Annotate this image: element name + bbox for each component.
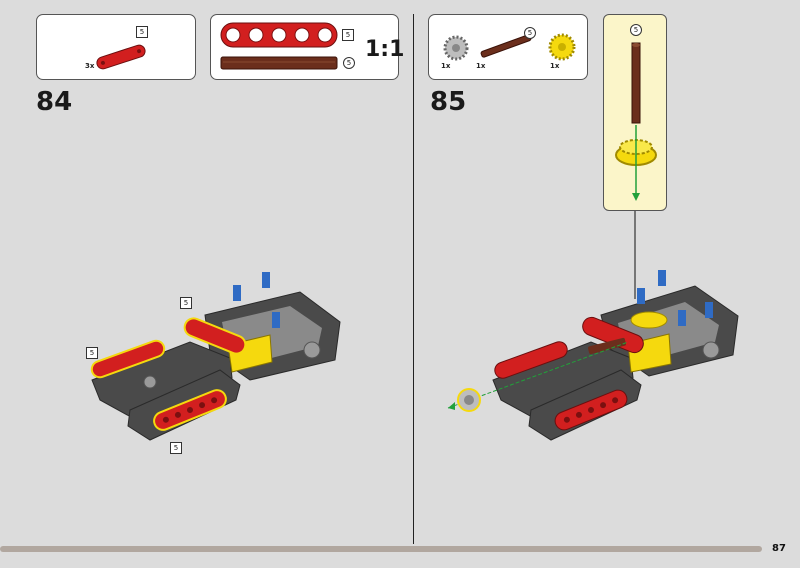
gear-12-quantity: 1x — [441, 62, 451, 70]
yellow-gear-bevel-icon — [548, 33, 576, 61]
callout-assembly-icon — [615, 42, 657, 201]
model-step-85 — [447, 270, 739, 441]
callout-liftarm-size-bottom: 5 — [170, 442, 182, 454]
model-step-84 — [90, 272, 341, 441]
page-progress-bar — [0, 546, 762, 552]
red-liftarm-5-scale-icon — [220, 22, 338, 70]
detail-callout-step-85: 5 — [603, 14, 667, 211]
axle-size-label: 5 — [524, 27, 536, 39]
scale-label: 1:1 — [365, 37, 405, 62]
parts-box-step-85: 5 1x 1x 1x — [428, 14, 588, 80]
parts-box-step-84: 5 3x — [36, 14, 196, 80]
gray-gear-12-icon — [443, 35, 469, 61]
axle-size-label: 5 — [343, 57, 355, 69]
gear-bevel-quantity: 1x — [550, 62, 560, 70]
brown-axle-5-scale-icon — [220, 56, 338, 70]
callout-pointer — [634, 211, 636, 299]
step-number-85: 85 — [430, 87, 467, 117]
callout-liftarm-size-left: 5 — [86, 347, 98, 359]
part-quantity: 3x — [85, 62, 95, 70]
scale-box-step-84: 5 5 1:1 — [210, 14, 404, 80]
red-liftarm-5-icon — [96, 44, 146, 70]
callout-liftarm-size-top: 5 — [180, 297, 192, 309]
step-divider — [413, 14, 414, 544]
step-number-84: 84 — [36, 87, 73, 117]
liftarm-size-label: 5 — [342, 29, 354, 41]
page-number: 87 — [772, 543, 786, 554]
callout-axle-size-label: 5 — [630, 24, 642, 36]
axle-quantity: 1x — [476, 62, 486, 70]
part-size-label: 5 — [136, 26, 148, 38]
